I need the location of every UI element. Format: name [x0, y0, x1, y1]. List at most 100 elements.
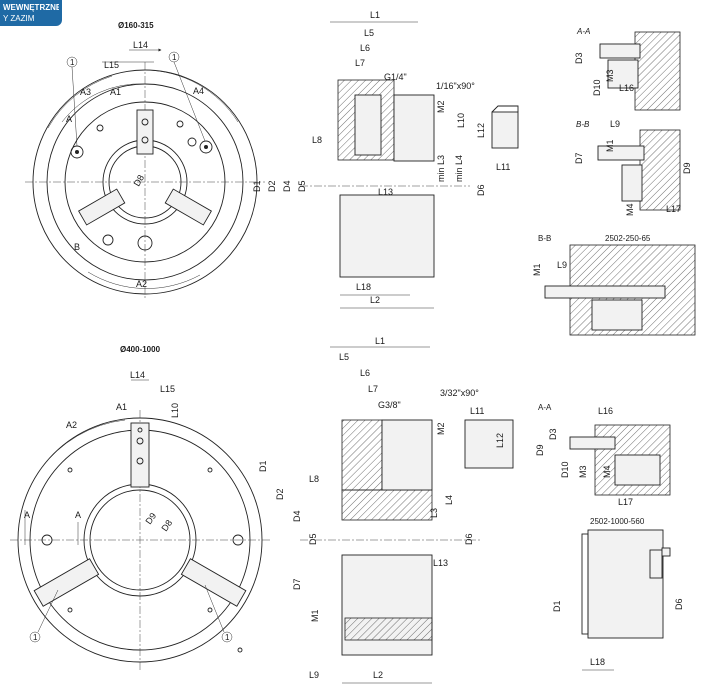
top-side-dim-bottom-1: L18: [356, 282, 371, 292]
top-side-dim-right-1: L10: [456, 113, 466, 128]
top-side-dim-bottom-0: L13: [378, 187, 393, 197]
top-side-dim-mins-0: min L3: [436, 155, 446, 182]
top-side-dim-left-2: D4: [282, 180, 292, 192]
top-side-dim-top-4: G1/4": [384, 72, 407, 82]
bottom-aa-dim-5: M4: [602, 465, 612, 478]
bottom-side-dim-left-2: L8: [309, 474, 319, 484]
top-side-dim-mins-1: min L4: [454, 155, 464, 182]
bottom-side-dim-left-7: L9: [309, 670, 319, 680]
top-front-dim-1: L15: [104, 60, 119, 70]
top-side-dim-right-5: L11: [496, 162, 510, 172]
bottom-part-dim-2: L18: [590, 657, 605, 667]
top-side-chamfer: 1/16"x90°: [436, 81, 475, 91]
top-side-view: L1 L5 L6 L7 G1/4" 1/16"x90° M2 L10 L12 m…: [252, 10, 519, 309]
top-side-dim-top-3: L7: [355, 58, 365, 68]
bottom-side-dim-left-1: D2: [275, 488, 285, 500]
bottom-side-dim-top-2: L6: [360, 368, 370, 378]
top-front-dim-0: L14: [133, 40, 148, 50]
bottom-side-dim-top-3: L7: [368, 384, 378, 394]
right-aa-dim-1: M3: [605, 69, 615, 82]
top-front-dim-6: B: [74, 242, 80, 252]
bottom-aa-dim-2: D9: [535, 444, 545, 456]
top-front-dim-3: A1: [110, 87, 121, 97]
bottom-side-dim-top-4: G3/8": [378, 400, 401, 410]
bottom-part-dim-1: D6: [674, 598, 684, 610]
right-aa-dim-0: D3: [574, 52, 584, 64]
top-side-dim-left-3: D5: [297, 180, 307, 192]
right-bb-dim-0: L9: [610, 119, 620, 129]
top-front-callout-1: 1: [172, 53, 177, 62]
bottom-front-dim-5: A: [24, 510, 30, 520]
right-aa-title: A-A: [576, 27, 590, 36]
bottom-part-dim-0: D1: [552, 600, 562, 612]
bottom-side-dim-right-4: L4: [444, 495, 454, 505]
bottom-side-dim-right-0: M2: [436, 422, 446, 435]
top-side-dim-left-0: D1: [252, 180, 262, 192]
bottom-side-dim-top-1: L5: [339, 352, 349, 362]
right-aa-dim-3: L16: [619, 83, 634, 93]
top-side-dim-left-1: D2: [267, 180, 277, 192]
bottom-front-dim-6: A: [75, 510, 81, 520]
bottom-size-range: Ø400-1000: [120, 345, 161, 354]
bottom-side-dim-left-0: D1: [258, 460, 268, 472]
top-side-dim-top-1: L5: [364, 28, 374, 38]
right-bb-dim-4: M4: [625, 203, 635, 216]
right-bb2-part: 2502-250-65: [605, 234, 651, 243]
bottom-side-dim-right-3: L3: [429, 508, 439, 518]
right-section-aa: A-A D3 M3 D10 L16: [574, 27, 681, 111]
top-front-dim-5: A: [66, 114, 72, 124]
bottom-front-view: Ø400-1000 L14 L15 A1 L10 A2 A A D9 D8 1: [10, 345, 270, 670]
bottom-front-dim-1: L15: [160, 384, 175, 394]
badge-line-1: WEWNĘTRZNE: [3, 3, 59, 12]
bottom-front-dim-7: D9: [143, 511, 158, 526]
top-side-dim-top-2: L6: [360, 43, 370, 53]
bottom-side-dim-left-8: L2: [373, 670, 383, 680]
bottom-front-dim-8: D8: [159, 518, 174, 533]
right-bb2-dim-1: L9: [557, 260, 567, 270]
bottom-side-dim-left-3: D4: [292, 510, 302, 522]
bottom-aa-dim-0: L16: [598, 406, 613, 416]
right-bb2-dim-0: M1: [532, 263, 542, 276]
bottom-side-dim-left-5: D7: [292, 578, 302, 590]
bottom-side-dim-left-6: M1: [310, 609, 320, 622]
bottom-aa-dim-4: M3: [578, 465, 588, 478]
right-bb2-title: B-B: [538, 234, 551, 243]
right-section-bb: B-B L9 M1 D7 D9 M4 L17: [574, 119, 692, 216]
right-aa-dim-2: D10: [592, 79, 602, 96]
bottom-part-label: 2502-1000-560: [590, 517, 645, 526]
top-front-dim-4: A4: [193, 86, 204, 96]
right-section-bb-2502: B-B 2502-250-65 M1 L9: [532, 234, 696, 336]
top-front-view: Ø160-315 L14 L15 A3 A1 A4 A B A2: [25, 21, 265, 300]
top-side-dim-right-0: M2: [436, 100, 446, 113]
top-side-dim-right-2: L12: [476, 123, 486, 138]
right-bb-title: B-B: [576, 120, 590, 129]
bottom-front-dim-4: A2: [66, 420, 77, 430]
top-front-dim-2: A3: [80, 87, 91, 97]
top-size-range: Ø160-315: [118, 21, 154, 30]
right-bb-dim-3: D9: [682, 162, 692, 174]
bottom-aa-title: A-A: [538, 403, 552, 412]
bottom-side-dim-top-0: L1: [375, 336, 385, 346]
bottom-side-dim-left-4: D5: [308, 533, 318, 545]
bottom-front-callout-0: 1: [33, 633, 38, 642]
top-side-dim-bottom-2: L2: [370, 295, 380, 305]
bottom-front-dim-3: L10: [170, 403, 180, 418]
bottom-aa-dim-3: D10: [560, 461, 570, 478]
bottom-section-aa: A-A L16 D3 D9 D10 M3 M4 L17: [535, 403, 671, 507]
bottom-front-dim-2: A1: [116, 402, 127, 412]
right-bb-dim-1: M1: [605, 139, 615, 152]
top-side-dim-left-4: L8: [312, 135, 322, 145]
badge-line-2: Y ZAZIM: [3, 14, 35, 23]
bottom-front-dim-0: L14: [130, 370, 145, 380]
top-front-dim-8: D8: [132, 173, 146, 188]
top-side-dim-top-0: L1: [370, 10, 380, 20]
category-badge: WEWNĘTRZNE Y ZAZIM: [0, 0, 62, 26]
right-bb-dim-5: L17: [666, 204, 681, 214]
top-front-callout-0: 1: [70, 58, 75, 67]
bottom-side-dim-right-6: L13: [433, 558, 448, 568]
bottom-aa-dim-1: D3: [548, 428, 558, 440]
bottom-side-view: L1 L5 L6 L7 G3/8" 3/32"x90° M2 L11 L12 L…: [258, 336, 514, 684]
bottom-front-callout-1: 1: [225, 633, 230, 642]
bottom-side-dim-right-5: D6: [464, 533, 474, 545]
